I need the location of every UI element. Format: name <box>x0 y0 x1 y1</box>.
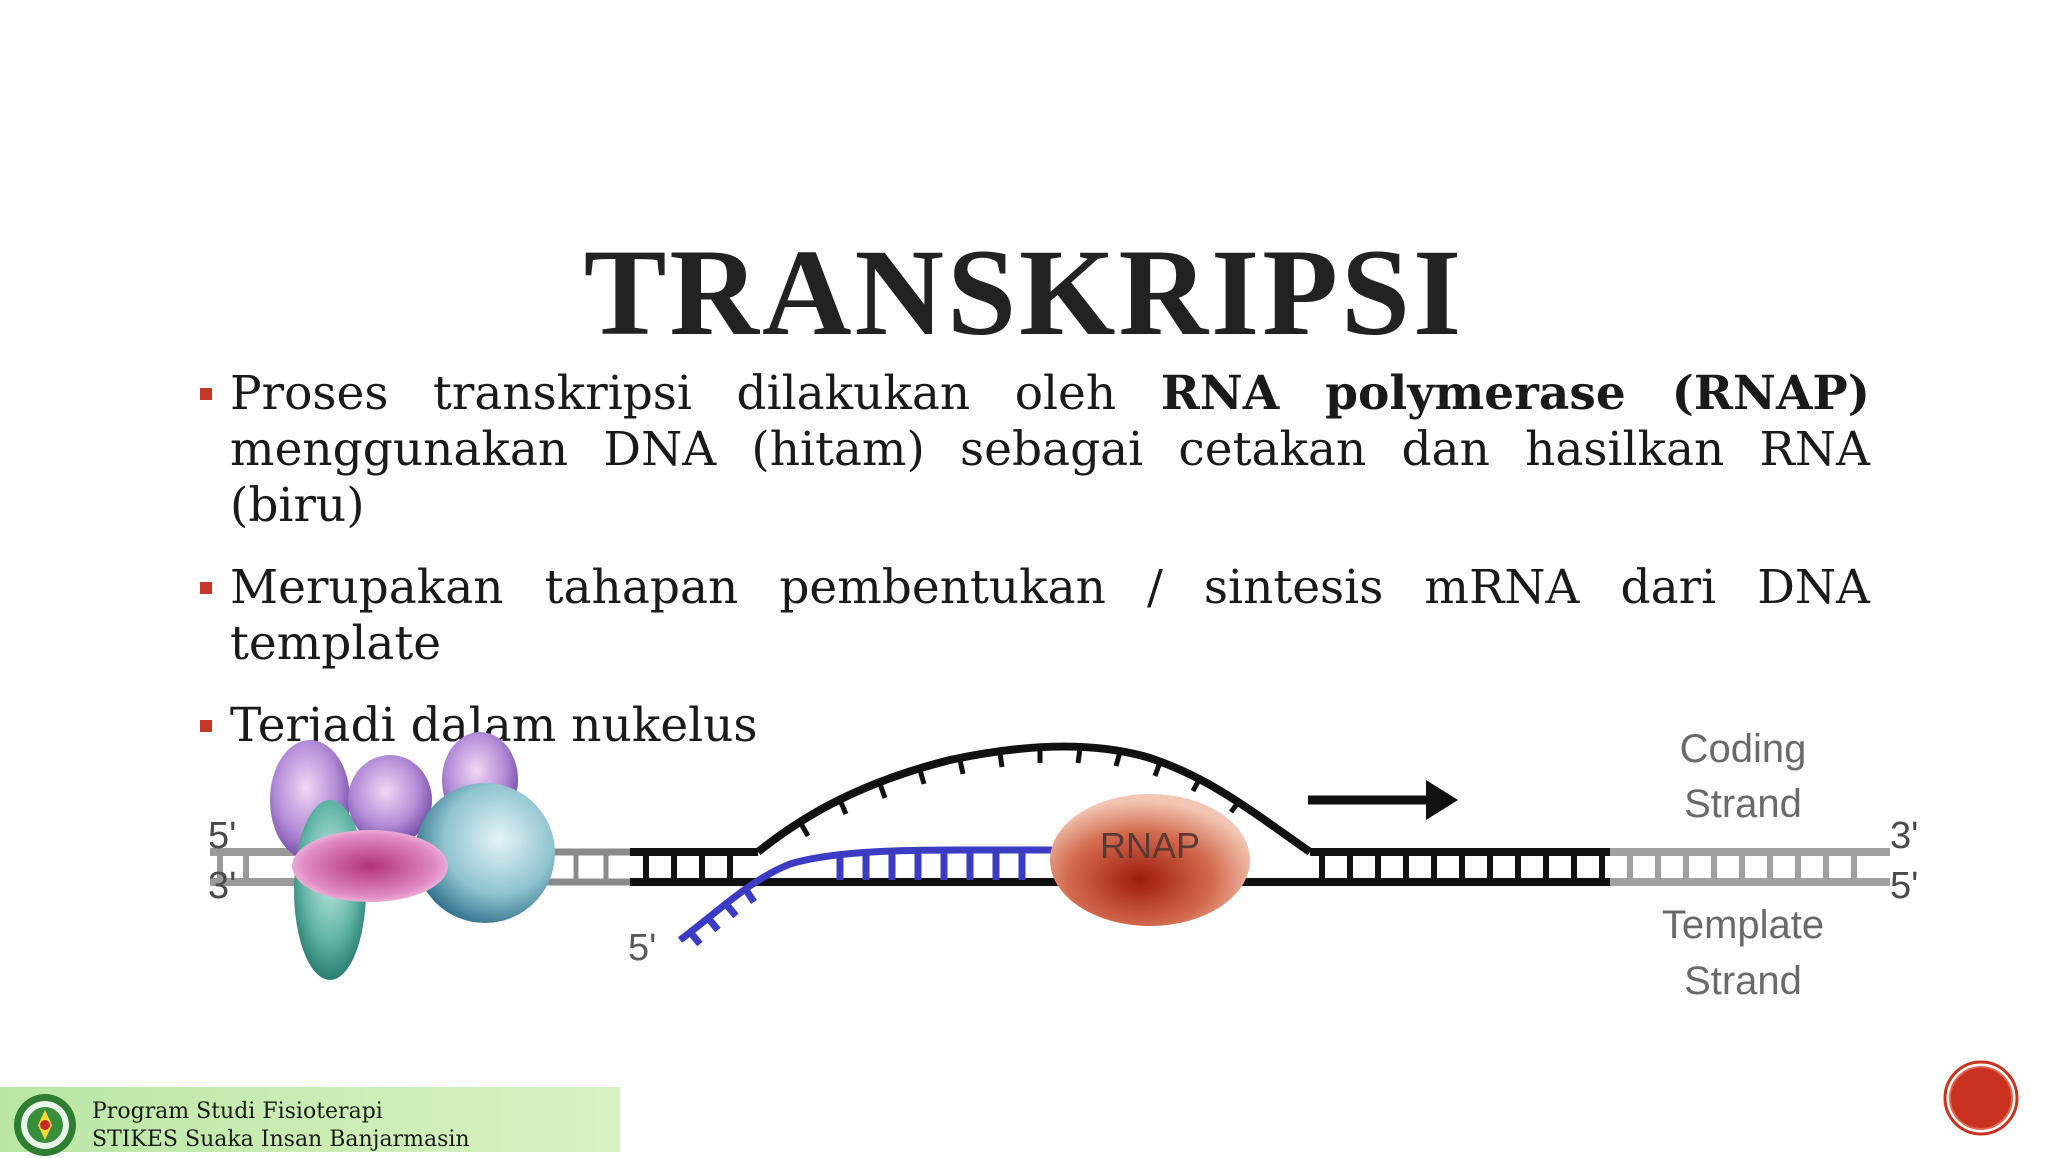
bullet-item: Merupakan tahapan pembentukan / sintesis… <box>198 560 1870 672</box>
dna-right-faded <box>1610 848 1890 886</box>
bullet-square-icon <box>200 582 212 594</box>
footer-text: Program Studi Fisioterapi STIKES Suaka I… <box>92 1098 470 1154</box>
label-5prime-right-bottom: 5' <box>1890 865 1918 907</box>
transcription-diagram: RNAP 5' 3' 5' Coding Strand Template Str… <box>208 727 1918 1003</box>
bullet-text-bold: RNA polymerase (RNAP) <box>1160 366 1870 421</box>
bullet-square-icon <box>200 388 212 400</box>
bullet-text: Proses transkripsi dilakukan oleh RNA po… <box>230 366 1870 533</box>
rnap-enzyme: RNAP <box>1050 794 1250 926</box>
bullet-list: Proses transkripsi dilakukan oleh RNA po… <box>198 366 1870 780</box>
footer-institution: STIKES Suaka Insan Banjarmasin <box>92 1127 470 1152</box>
slide-number-badge-icon[interactable] <box>1943 1060 2019 1136</box>
slide-title: TRANSKRIPSI <box>583 224 1465 362</box>
label-3prime-right-top: 3' <box>1890 815 1918 857</box>
institution-logo-icon <box>14 1094 76 1156</box>
rnap-label: RNAP <box>1100 825 1200 866</box>
label-rna-5prime: 5' <box>628 927 656 969</box>
bullet-text-part: Proses transkripsi dilakukan oleh <box>230 366 1161 421</box>
bullet-item: Proses transkripsi dilakukan oleh RNA po… <box>198 366 1870 534</box>
label-coding-line2: Strand <box>1684 782 1802 826</box>
footer-bar: Program Studi Fisioterapi STIKES Suaka I… <box>0 1087 620 1156</box>
direction-arrow-icon <box>1308 780 1458 820</box>
rna-strand <box>677 846 1070 947</box>
transcription-factors <box>270 732 555 980</box>
bullet-text-part: menggunakan DNA (hitam) sebagai cetakan … <box>230 422 1870 533</box>
label-coding-line1: Coding <box>1680 727 1807 771</box>
label-template-line1: Template <box>1662 903 1824 947</box>
bullet-text: Merupakan tahapan pembentukan / sintesis… <box>230 560 1870 671</box>
bullet-square-icon <box>200 720 212 732</box>
label-5prime-left-top: 5' <box>208 815 236 857</box>
footer-program: Program Studi Fisioterapi <box>92 1099 383 1124</box>
label-template-line2: Strand <box>1684 959 1802 1003</box>
coding-strand-ticks <box>797 748 1242 838</box>
label-3prime-left-bottom: 3' <box>208 865 236 907</box>
dna-rungs <box>643 852 1605 882</box>
